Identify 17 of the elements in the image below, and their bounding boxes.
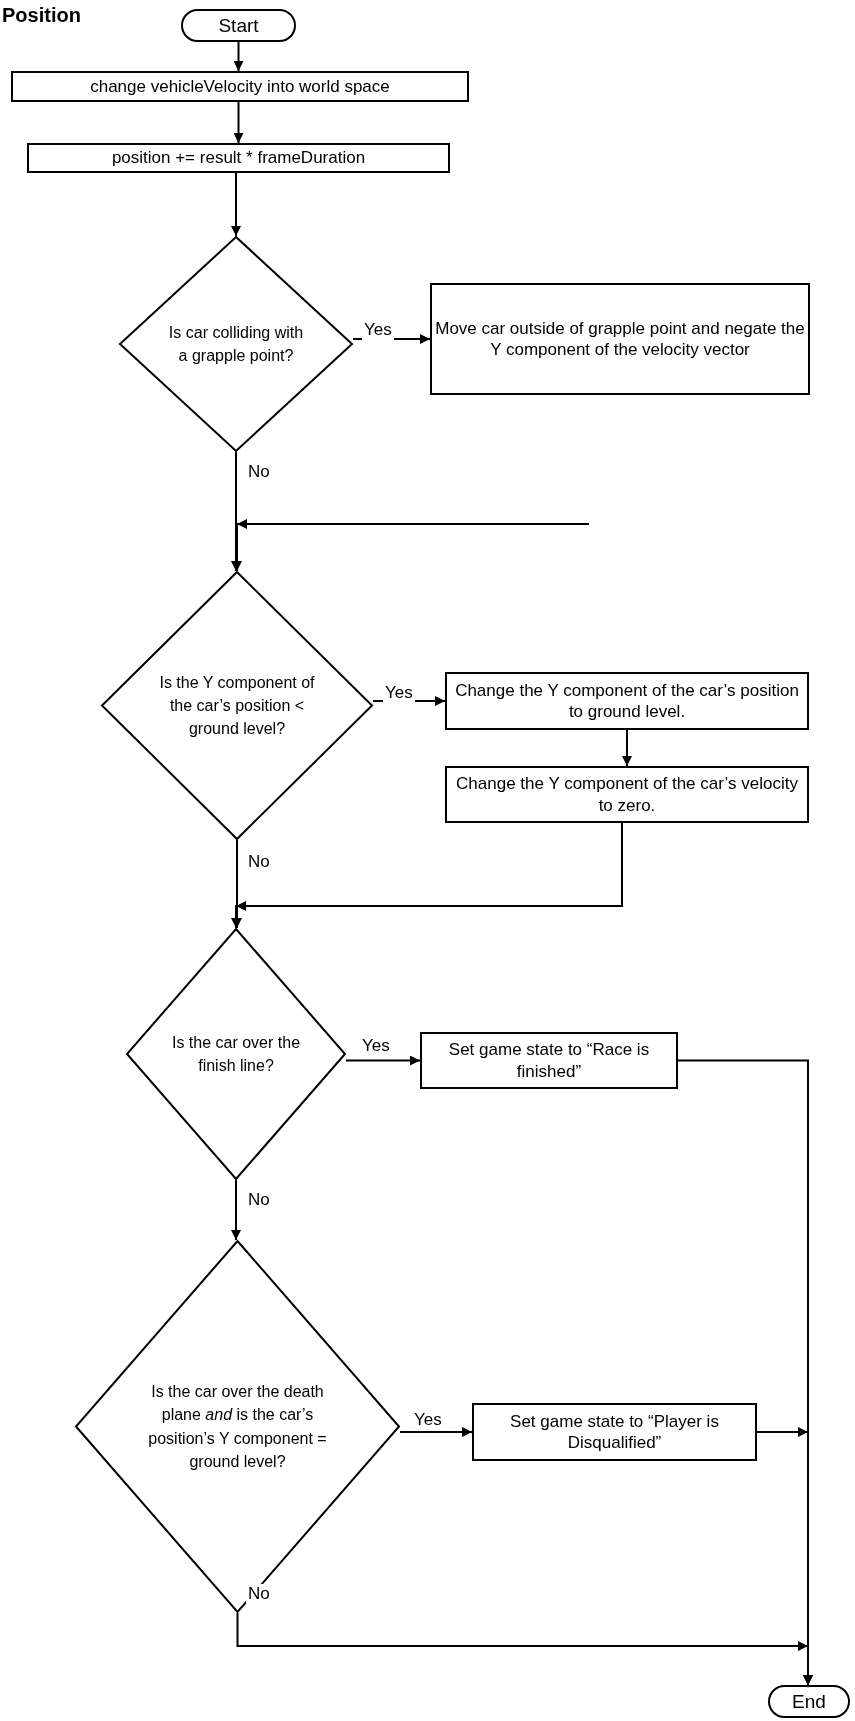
decision-text: Is the Y component of the car’s position < ground level? (158, 672, 316, 740)
diagram-title: Position (2, 4, 81, 27)
process-box: Move car outside of grapple point and negate the Y component of the velocity vector (430, 283, 810, 395)
decision-text: Is car colliding with a grapple point? (168, 322, 304, 366)
process-box: Change the Y component of the car’s position to ground level. (445, 672, 809, 730)
edge-label: Yes (362, 320, 394, 341)
edge-label: Yes (383, 683, 415, 704)
process-box: Set game state to “Race is finished” (420, 1032, 678, 1089)
process-box: Change the Y component of the car’s velocity to zero. (445, 766, 809, 823)
process-box: Set game state to “Player is Disqualified” (472, 1403, 757, 1461)
decision-text: Is the car over the death plane and is the car’s position’s Y component = ground level? (147, 1382, 328, 1472)
terminator-shape: Start (181, 9, 296, 42)
process-box: position += result * frameDuration (27, 143, 450, 173)
edge-label: No (246, 1584, 272, 1605)
terminator-shape: End (768, 1685, 850, 1718)
process-box: change vehicleVelocity into world space (11, 71, 469, 102)
decision-text: Is the car over the finish line? (171, 1032, 301, 1076)
